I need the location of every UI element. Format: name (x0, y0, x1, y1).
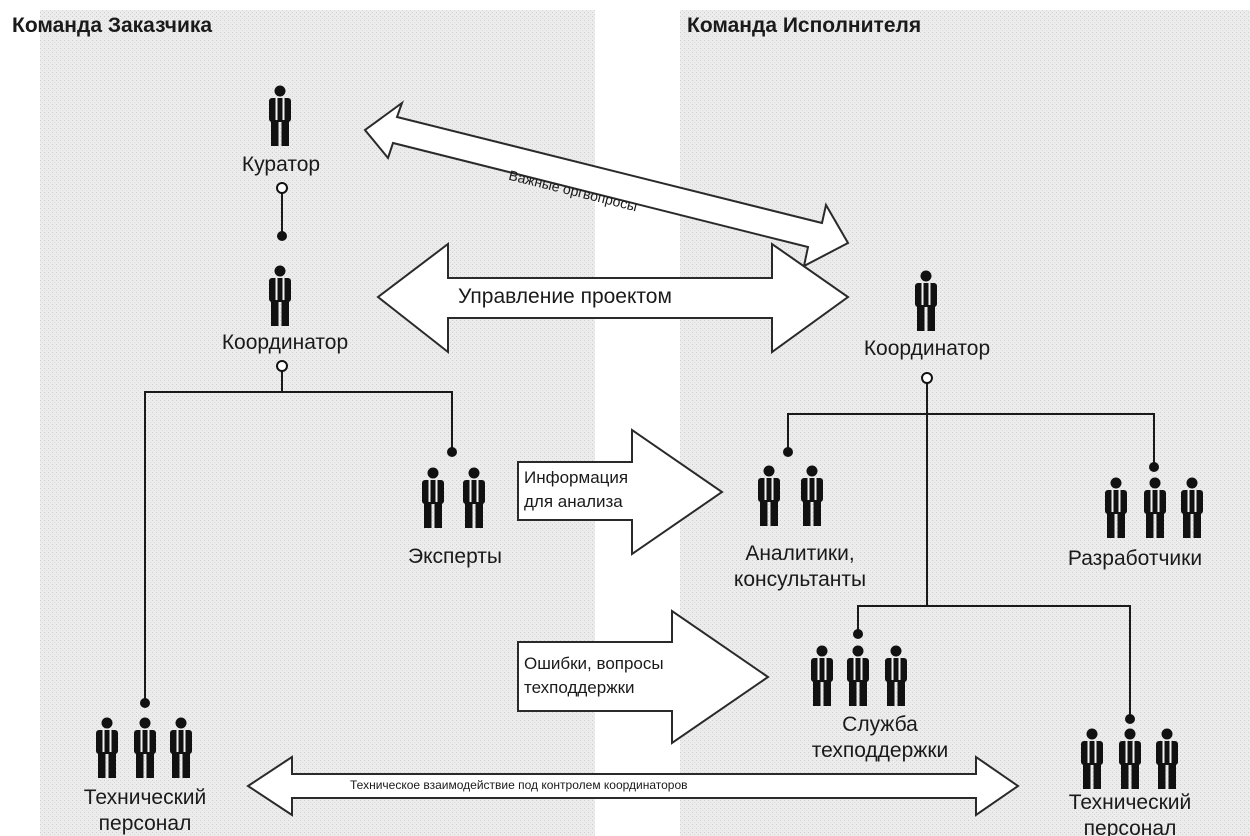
support-issues-arrow (517, 609, 770, 745)
customer-coordinator-label: Координатор (221, 331, 349, 354)
project-management-arrow (376, 241, 850, 355)
support-issues-line1: Ошибки, вопросы (524, 654, 664, 673)
technical-interaction-arrow (246, 755, 1020, 817)
support-label: Служба техподдержки (780, 712, 980, 764)
analysis-info-arrow (517, 428, 724, 556)
experts-label: Эксперты (408, 545, 502, 568)
customer-team-panel (40, 10, 595, 836)
curator-label: Куратор (241, 153, 321, 176)
project-management-text: Управление проектом (458, 285, 672, 308)
analysts-label-line1: Аналитики, (745, 542, 855, 565)
support-issues-line2: техподдержки (524, 678, 635, 697)
developers-label: Разработчики (1067, 547, 1203, 570)
analysis-info-text: Информация для анализа (524, 466, 628, 514)
customer-coordinator-tree-left (144, 370, 283, 700)
technical-interaction-text: Техническое взаимодействие под контролем… (350, 778, 688, 792)
analysis-info-line1: Информация (524, 468, 629, 487)
support-label-line1: Служба (842, 713, 918, 736)
contractor-tech-staff-label: Технический персонал (1035, 790, 1225, 836)
contractor-coordinator-label: Координатор (863, 337, 991, 360)
contractor-tree-top (787, 413, 1155, 465)
support-issues-text: Ошибки, вопросы техподдержки (524, 652, 664, 700)
customer-coordinator-tree-right (282, 391, 453, 450)
connector-points (140, 182, 1159, 724)
support-label-line2: техподдержки (811, 739, 949, 762)
analysis-info-line2: для анализа (524, 492, 623, 511)
contractor-tree-bottom (857, 605, 1131, 717)
analysts-label-line2: консультанты (733, 568, 867, 591)
analysts-label: Аналитики, консультанты (700, 541, 900, 593)
customer-tech-staff-label: Технический персонал (50, 785, 240, 836)
contractor-tech-staff-line1: Технический (1068, 791, 1192, 814)
contractor-team-title: Команда Исполнителя (687, 14, 922, 37)
customer-tech-staff-line2: персонал (98, 812, 192, 835)
org-issues-arrow (363, 100, 850, 268)
contractor-tech-staff-line2: персонал (1083, 817, 1177, 836)
customer-tech-staff-line1: Технический (83, 786, 207, 809)
customer-team-title: Команда Заказчика (12, 14, 213, 37)
